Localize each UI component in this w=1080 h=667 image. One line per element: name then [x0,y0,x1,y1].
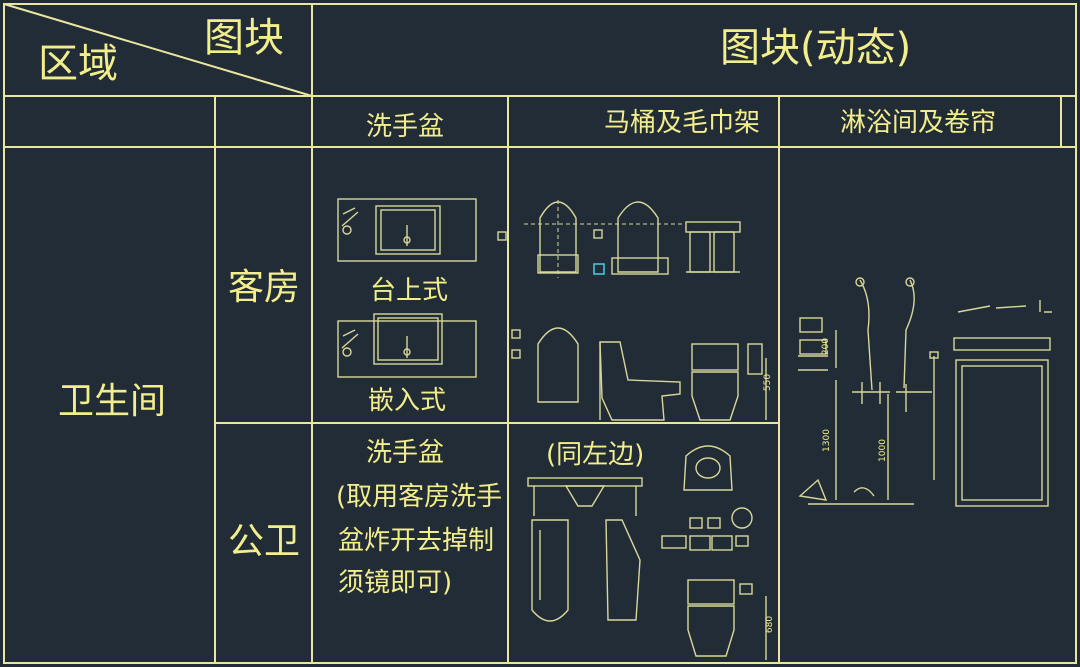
dim-550: 550 [763,373,774,392]
row-guest-label: 客房 [228,267,301,308]
row-area-label: 卫生间 [58,381,167,422]
same-as-left-label: (同左边) [546,440,645,470]
col-shower-header: 淋浴间及卷帘 [840,108,997,138]
public-basin-note-line1: (取用客房洗手 [336,482,503,512]
header-dynamic-block-label: 图块(动态) [720,25,912,71]
inset-label: 嵌入式 [368,386,447,416]
dim-680: 680 [765,615,776,634]
public-basin-title: 洗手盆 [366,438,445,468]
row-public-label: 公卫 [228,521,301,562]
public-fixture-drawings [527,445,767,660]
countertop-basin-drawing [337,198,477,262]
dim-1300: 1300 [821,429,832,452]
dim-200: 200 [821,337,832,356]
header-block-label: 图块 [204,15,284,61]
selection-grip [593,263,605,275]
header-region-label: 区域 [38,41,118,87]
col-basin-header: 洗手盆 [366,112,445,142]
inset-basin-drawing [337,313,477,378]
public-basin-note-line3: 须镜即可) [338,568,453,598]
col-toilet-header: 马桶及毛巾架 [604,108,761,138]
toilet-drawings-guest [497,201,767,421]
countertop-label: 台上式 [370,276,449,306]
shower-drawings [798,277,1052,507]
public-basin-note-line2: 盆炸开去掉制 [338,526,495,556]
dim-1000: 1000 [877,439,888,462]
